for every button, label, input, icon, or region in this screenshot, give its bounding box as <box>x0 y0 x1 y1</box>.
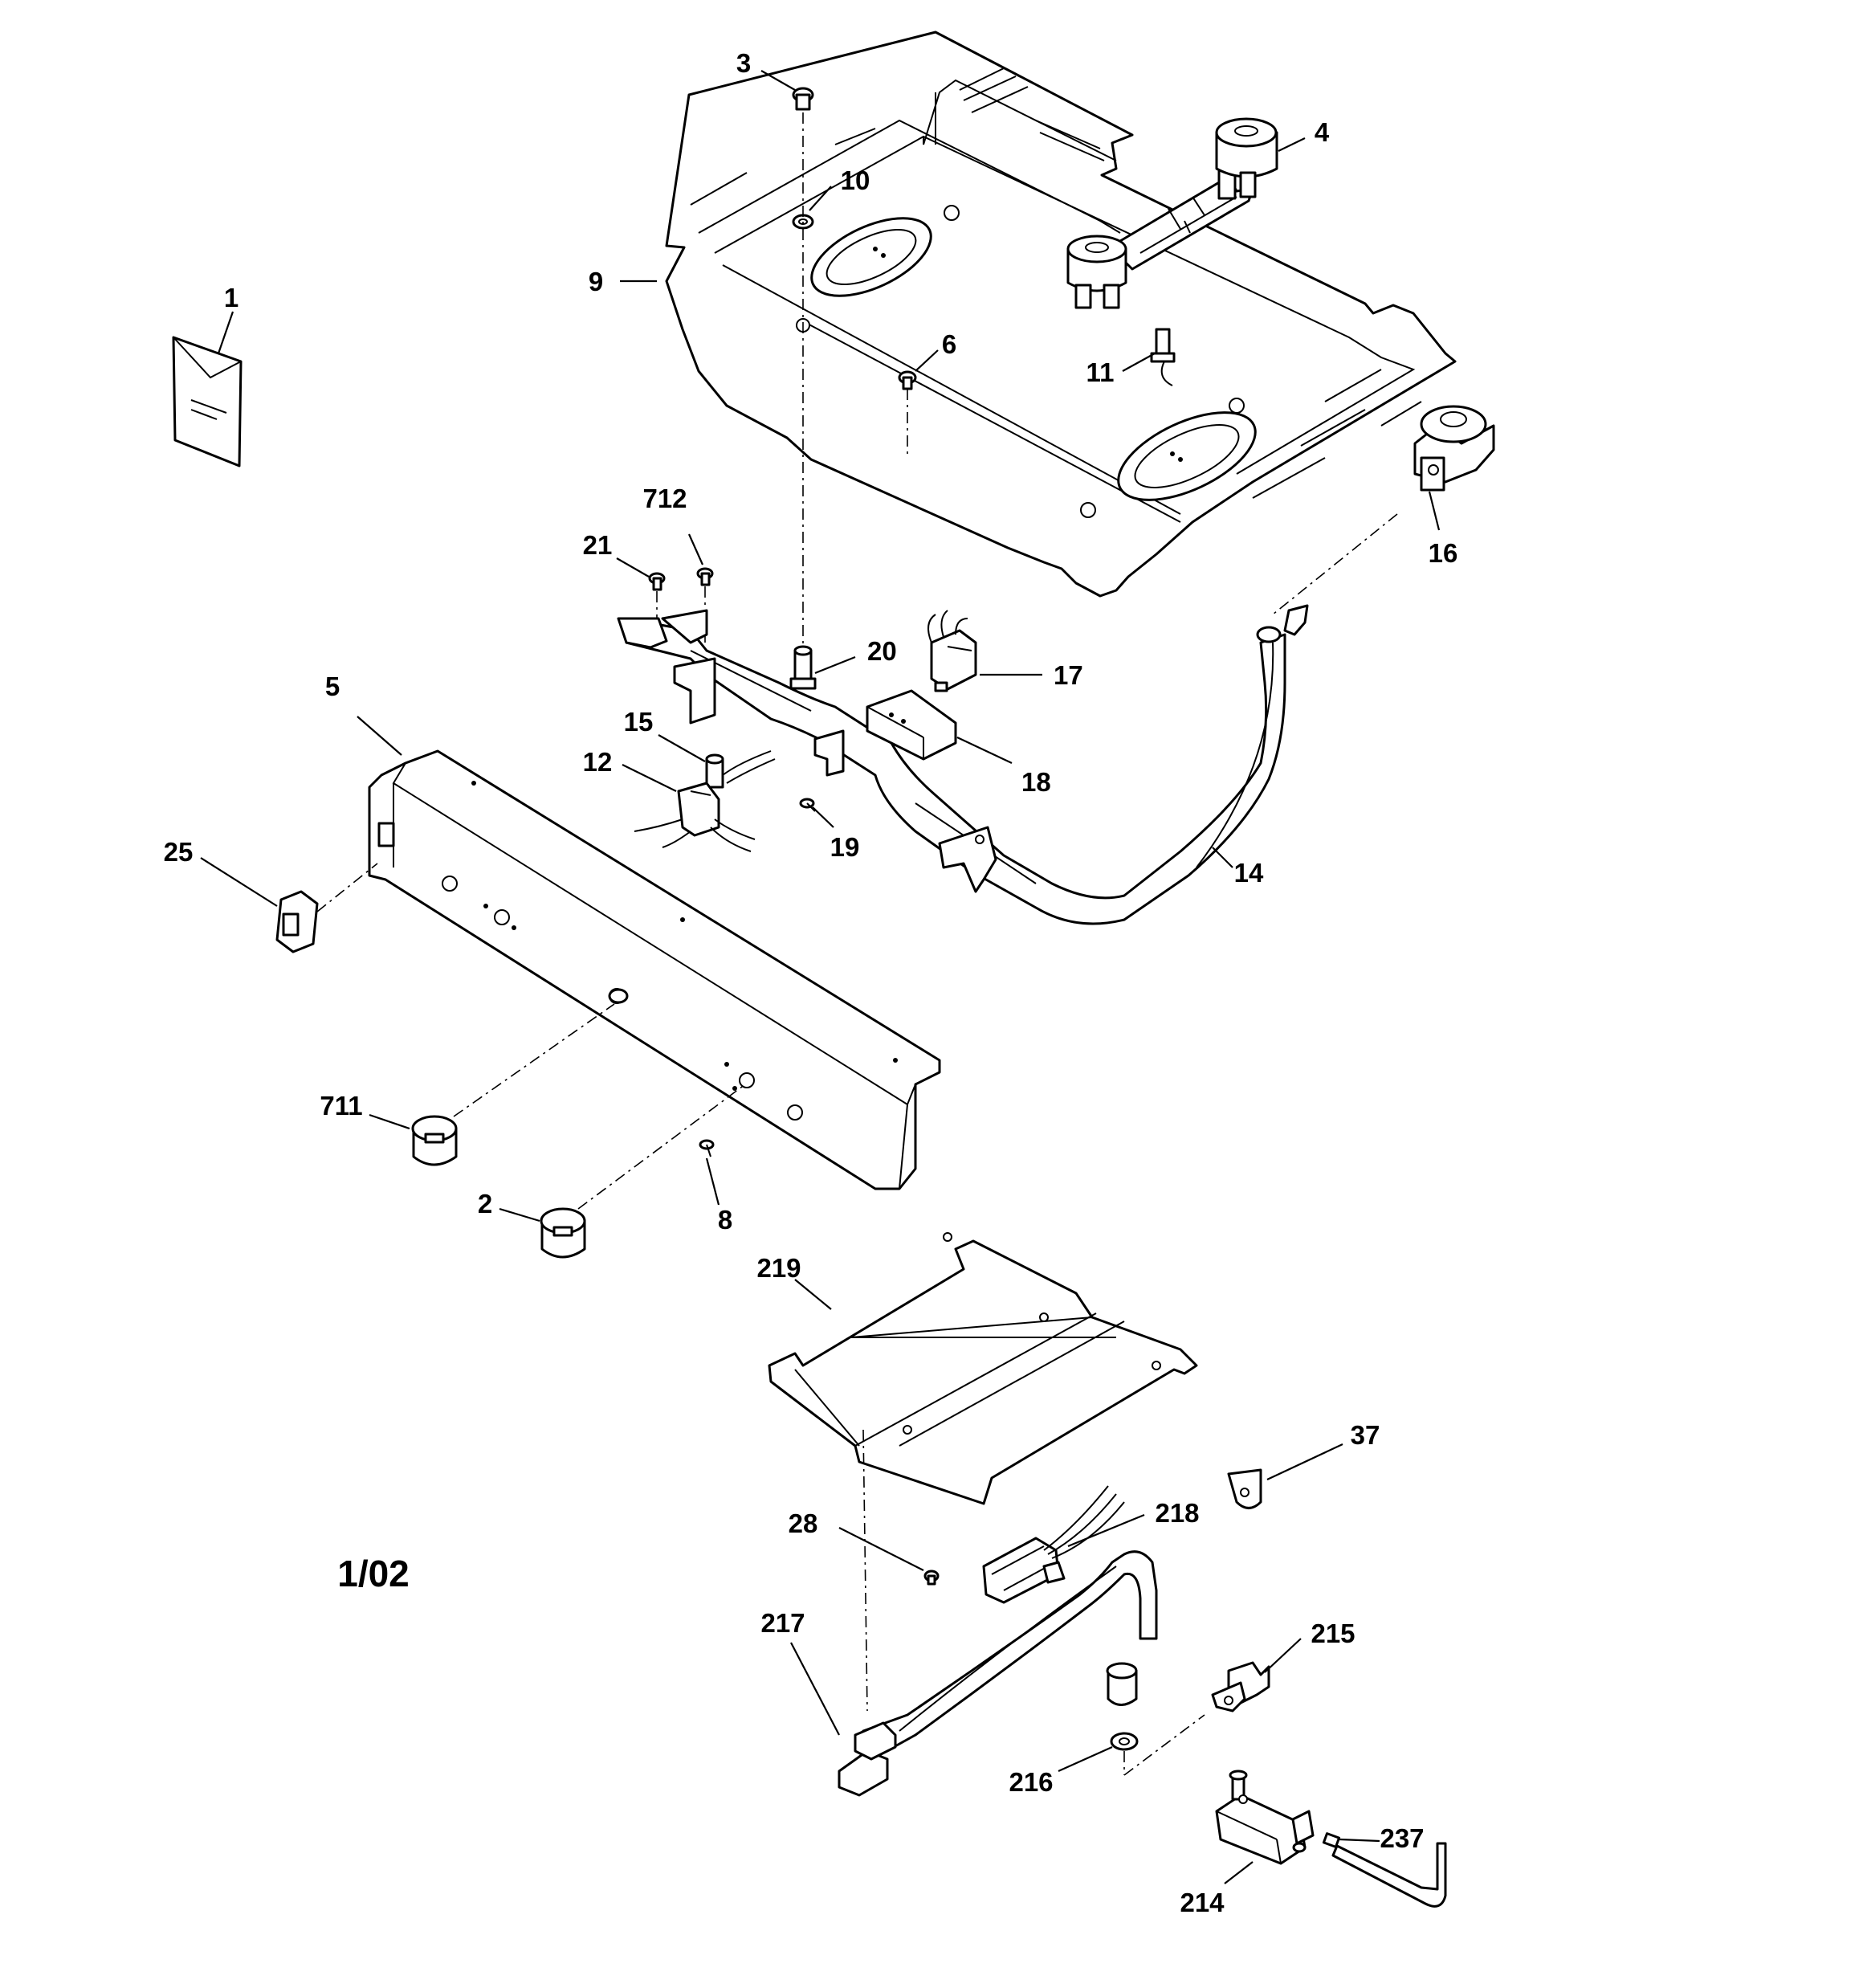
callout-18: 18 <box>1021 767 1051 797</box>
callout-219: 219 <box>756 1253 801 1283</box>
burner-baffle-219 <box>768 1232 1198 1505</box>
burner-box-pan <box>665 31 1457 598</box>
callout-214: 214 <box>1180 1888 1225 1917</box>
bracket-37 <box>1227 1468 1262 1509</box>
callout-21: 21 <box>583 530 613 560</box>
oven-igniter-218 <box>982 1485 1125 1604</box>
screw-21 <box>648 572 666 591</box>
bracket-215 <box>1211 1661 1270 1712</box>
callout-215: 215 <box>1311 1619 1355 1648</box>
grommet-3 <box>792 87 814 111</box>
centerline-711 <box>453 1003 615 1117</box>
callout-2: 2 <box>478 1189 492 1219</box>
callout-16: 16 <box>1429 538 1458 568</box>
callout-28: 28 <box>789 1508 818 1538</box>
gas-valve-15 <box>705 750 776 789</box>
ignition-switch-17 <box>927 610 977 692</box>
callout-237: 237 <box>1380 1823 1424 1853</box>
callout-9: 9 <box>589 267 603 296</box>
gas-tube-237 <box>1322 1832 1447 1908</box>
callout-17: 17 <box>1054 660 1083 690</box>
screw-6 <box>898 370 917 390</box>
knob-711 <box>411 1115 458 1166</box>
callout-12: 12 <box>583 747 613 777</box>
centerline-215-216 <box>1123 1714 1205 1776</box>
orifice-20 <box>789 645 817 690</box>
date-code: 1/02 <box>337 1553 410 1594</box>
callout-37: 37 <box>1351 1420 1380 1450</box>
callout-4: 4 <box>1315 117 1330 147</box>
screw-19 <box>799 798 816 812</box>
screw-28 <box>923 1570 940 1586</box>
centerline-219-217 <box>862 1429 868 1712</box>
pressure-regulator-16 <box>1413 405 1495 492</box>
literature-envelope <box>172 336 243 467</box>
callout-11: 11 <box>1086 357 1115 387</box>
spark-module-18 <box>866 689 957 761</box>
top-burner-assembly <box>1066 117 1278 309</box>
callout-216: 216 <box>1009 1767 1053 1797</box>
centerline-2 <box>577 1084 746 1210</box>
callout-labels: 1 2 3 4 5 6 8 9 10 11 12 14 15 16 17 18 … <box>164 48 1458 1917</box>
callout-1: 1 <box>224 283 238 312</box>
switch-12 <box>634 782 756 852</box>
callout-218: 218 <box>1155 1498 1199 1528</box>
igniter-11 <box>1150 328 1176 386</box>
safety-valve-214 <box>1215 1770 1315 1865</box>
callout-14: 14 <box>1234 858 1264 888</box>
callout-5: 5 <box>325 672 340 701</box>
screw-8 <box>699 1139 715 1157</box>
callout-3: 3 <box>736 48 751 78</box>
callout-217: 217 <box>760 1608 805 1638</box>
leader-lines <box>200 70 1441 1884</box>
callout-10: 10 <box>841 165 870 195</box>
control-panel-5 <box>368 749 941 1190</box>
callout-712: 712 <box>642 484 687 513</box>
callout-19: 19 <box>830 832 860 862</box>
lamp-switch-25 <box>275 890 319 953</box>
callout-6: 6 <box>942 329 956 359</box>
knob-2 <box>540 1207 586 1259</box>
manifold-14 <box>617 604 1309 925</box>
orifice-hood-216 <box>1106 1662 1139 1751</box>
callout-15: 15 <box>624 707 654 737</box>
callout-8: 8 <box>718 1205 732 1235</box>
callout-711: 711 <box>320 1091 362 1121</box>
screw-712 <box>696 567 714 586</box>
oven-burner-217 <box>838 1550 1158 1797</box>
callout-25: 25 <box>164 837 194 867</box>
centerline-16-14 <box>1272 513 1398 615</box>
callout-20: 20 <box>867 636 897 666</box>
centerline-25 <box>316 863 378 912</box>
shaft-screw-5 <box>608 988 629 1004</box>
